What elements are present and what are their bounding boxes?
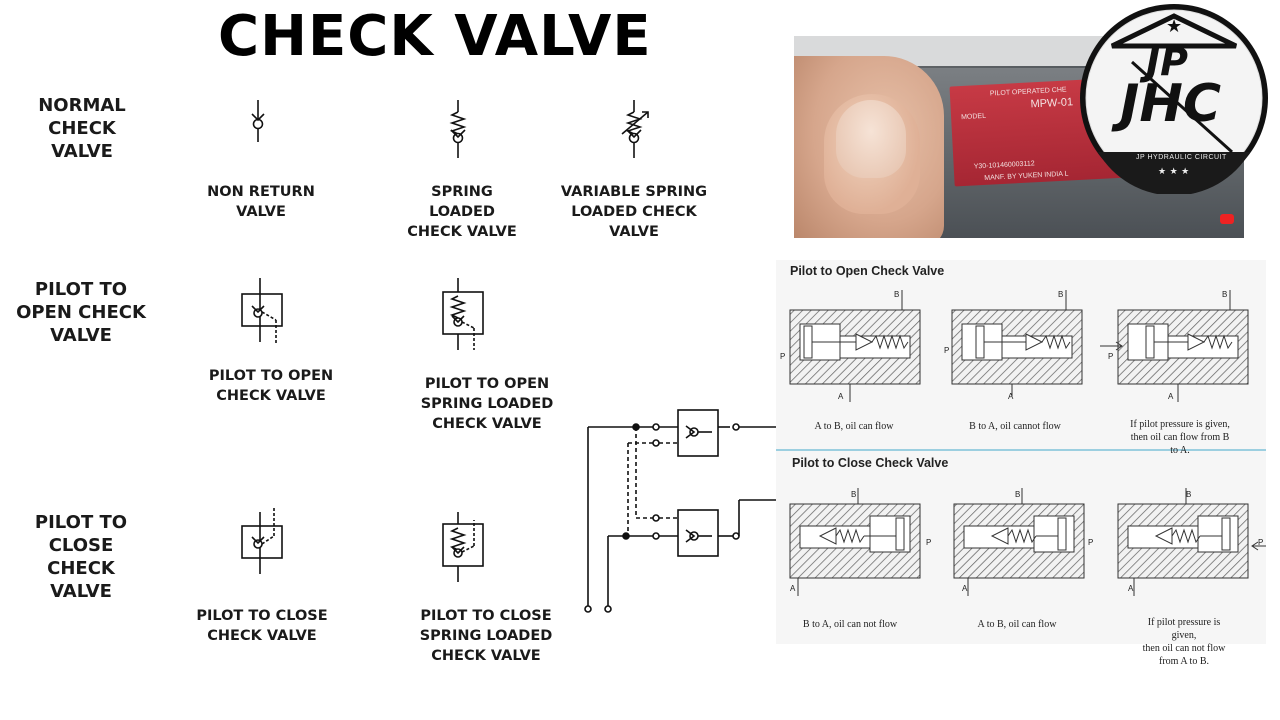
logo-stars: ★ ★ ★	[1158, 166, 1190, 176]
port-p: P	[1088, 538, 1094, 547]
close-section-3	[1117, 488, 1266, 596]
youtube-icon	[1220, 214, 1234, 224]
caption-pilot-close: PILOT TO CLOSE CHECK VALVE	[196, 608, 328, 644]
caption-non-return: NON RETURN VALVE	[207, 184, 315, 220]
caption-spring-loaded: SPRING LOADED CHECK VALVE	[407, 184, 517, 240]
panel-close-title: Pilot to Close Check Valve	[792, 456, 949, 470]
caption-pilot-close-spring: PILOT TO CLOSE SPRING LOADED CHECK VALVE	[419, 608, 553, 664]
symbol-pilot-open	[241, 278, 283, 344]
port-b: B	[1015, 490, 1021, 499]
port-p: P	[944, 346, 950, 355]
caption-pilot-open-spring: PILOT TO OPEN SPRING LOADED CHECK VALVE	[420, 376, 554, 432]
plate-model-label: MODEL	[960, 112, 987, 122]
logo-letters-top: JP	[1146, 40, 1188, 84]
panel-close-caption-2: A to B, oil can flow	[977, 619, 1057, 630]
symbol-spring-loaded	[449, 100, 467, 158]
port-p: P	[780, 352, 786, 361]
caption-pilot-open: PILOT TO OPEN CHECK VALVE	[208, 368, 334, 404]
row-label-normal: NORMAL CHECK VALVE	[38, 95, 126, 162]
port-b: B	[894, 290, 900, 299]
close-section-1	[789, 488, 921, 596]
port-b: B	[1058, 290, 1064, 299]
port-p: P	[1258, 538, 1264, 547]
port-a: A	[962, 584, 968, 593]
page-title: CHECK VALVE	[218, 4, 652, 69]
port-a: A	[1008, 392, 1014, 401]
port-p: P	[1108, 352, 1114, 361]
valve-cross-sections	[776, 260, 1266, 644]
plate-line1: PILOT OPERATED CHE	[989, 86, 1067, 98]
port-b: B	[1186, 490, 1192, 499]
port-b: B	[851, 490, 857, 499]
symbol-variable-spring	[621, 100, 649, 158]
logo-badge	[1080, 4, 1268, 196]
row-label-pilot-close: PILOT TO CLOSE CHECK VALVE	[34, 512, 128, 602]
close-section-2	[953, 488, 1085, 596]
symbol-pilot-close-spring	[442, 512, 484, 582]
panel-open-caption-3: If pilot pressure is given, then oil can…	[1130, 419, 1230, 456]
logo-subtitle: JP HYDRAULIC CIRCUIT	[1136, 154, 1227, 161]
port-a: A	[838, 392, 844, 401]
thumbnail-nail	[836, 100, 906, 178]
symbols-diagram	[241, 100, 780, 613]
logo-letters-main: JHC	[1120, 74, 1222, 134]
port-p: P	[926, 538, 932, 547]
plate-maker: MANF. BY YUKEN INDIA L	[984, 170, 1069, 182]
plate-serial: Y30-101460003112	[973, 160, 1035, 171]
open-section-2	[951, 290, 1083, 396]
port-b: B	[1222, 290, 1228, 299]
panel-open-title: Pilot to Open Check Valve	[790, 264, 945, 278]
open-section-3	[1100, 290, 1249, 402]
logo-top-star: ★	[1166, 16, 1183, 36]
port-a: A	[1128, 584, 1134, 593]
symbol-pilot-close	[241, 508, 283, 574]
panel-close-caption-3: If pilot pressure is given, then oil can…	[1142, 617, 1226, 667]
panel-open-caption-1: A to B, oil can flow	[814, 421, 894, 432]
symbol-non-return	[251, 100, 265, 142]
symbol-pilot-open-spring	[442, 278, 484, 350]
open-section-1	[789, 290, 921, 402]
panel-close-caption-1: B to A, oil can not flow	[802, 619, 898, 630]
port-a: A	[1168, 392, 1174, 401]
row-label-pilot-open: PILOT TO OPEN CHECK VALVE	[16, 279, 146, 346]
panel-open-caption-2: B to A, oil cannot flow	[969, 421, 1061, 432]
jhc-logo: JP JHC JP HYDRAULIC CIRCUIT ★ ★ ★ ★	[1072, 2, 1276, 196]
port-a: A	[790, 584, 796, 593]
plate-model-value: MPW-01	[1030, 96, 1074, 111]
circuit-diagram	[584, 409, 780, 613]
caption-variable-spring: VARIABLE SPRING LOADED CHECK VALVE	[560, 184, 708, 240]
